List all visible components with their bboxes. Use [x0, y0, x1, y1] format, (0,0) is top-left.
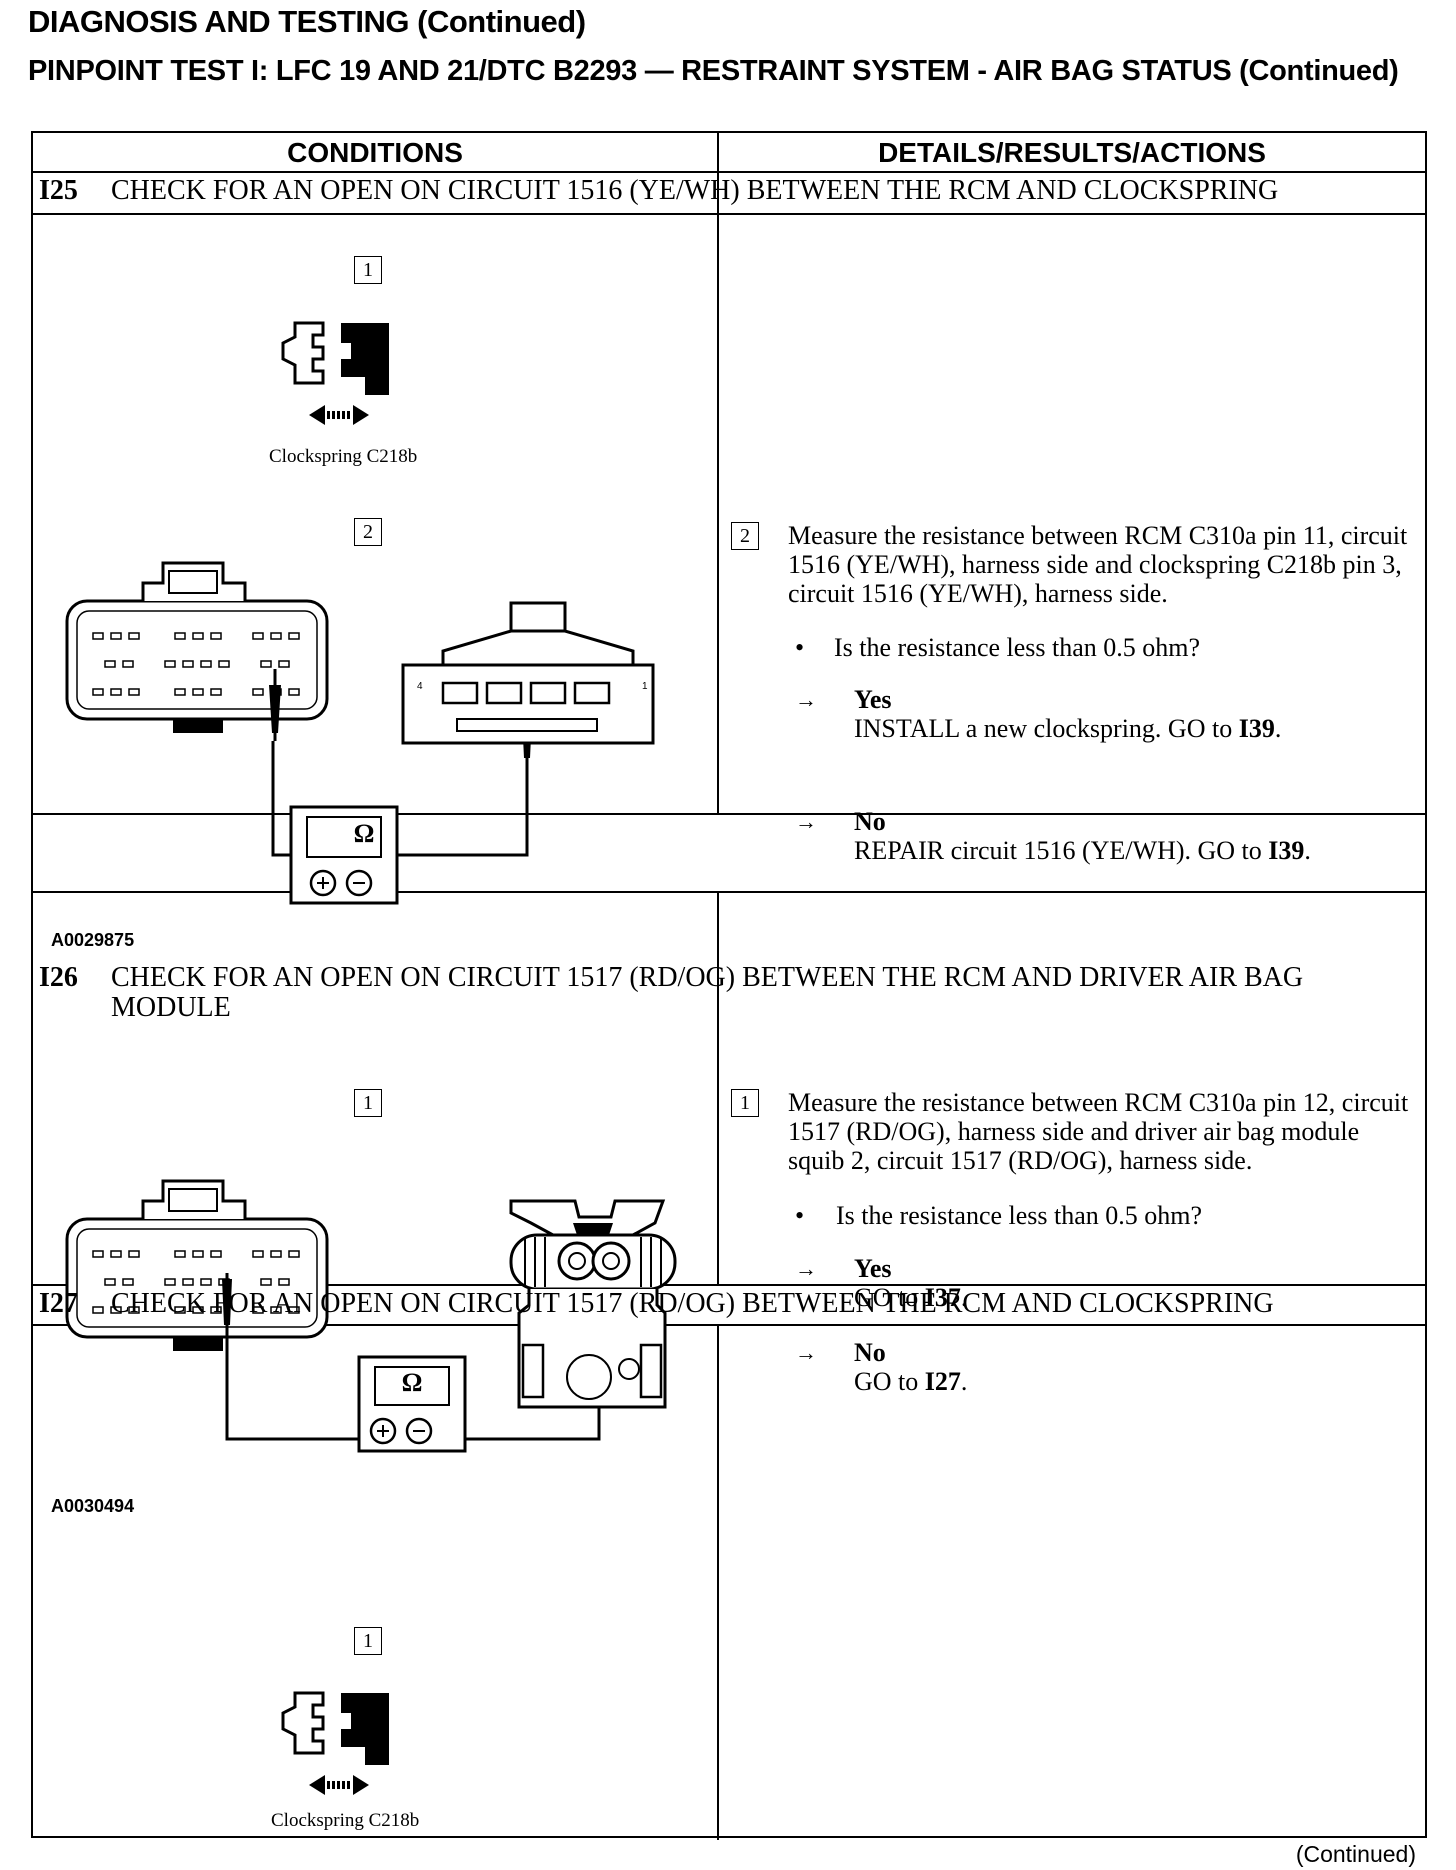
period: . [1274, 714, 1282, 743]
answer-label: Yes [854, 1254, 892, 1283]
row-divider [33, 1324, 1425, 1326]
ohm-symbol: Ω [401, 1368, 423, 1397]
page-title: DIAGNOSIS AND TESTING (Continued) [28, 4, 586, 39]
step-i25-title-row: I25 CHECK FOR AN OPEN ON CIRCUIT 1516 (YE… [39, 176, 1401, 206]
test-instruction: Measure the resistance between RCM C310a… [788, 521, 1408, 608]
figure-id: A0029875 [51, 930, 135, 950]
period: . [1304, 836, 1311, 865]
pin-label: 1 [642, 681, 648, 692]
test-instruction: Measure the resistance between RCM C310a… [788, 1088, 1409, 1175]
row-divider [33, 891, 1425, 893]
step-id: I26 [39, 962, 78, 993]
step-number-box: 1 [731, 1089, 759, 1117]
go-to-step-link[interactable]: I37 [924, 1283, 961, 1312]
disconnect-connector-icon [281, 1691, 389, 1795]
pinpoint-test-title: PINPOINT TEST I: LFC 19 AND 21/DTC B2293… [28, 55, 1399, 87]
test-question: Is the resistance less than 0.5 ohm? [836, 1201, 1203, 1230]
step-number-box: 1 [354, 256, 382, 284]
arrow-right-icon: → [795, 1256, 817, 1281]
answer-action: GO to [854, 1283, 925, 1312]
rcm-to-clockspring-wiring-diagram [65, 561, 655, 905]
step-number-box: 2 [731, 522, 759, 550]
answer-yes: Yes GO to I37. [854, 1254, 1414, 1312]
step-i27-title-row: I27 CHECK FOR AN OPEN ON CIRCUIT 1517 (RD… [39, 1289, 1401, 1319]
step-number-box: 1 [354, 1089, 382, 1117]
multimeter-icon [289, 805, 399, 905]
row-divider [33, 813, 1425, 815]
multimeter-icon [357, 1355, 467, 1453]
bullet: • [795, 1201, 805, 1230]
disconnect-connector-icon [281, 321, 389, 425]
arrow-right-icon: → [795, 809, 817, 834]
go-to-step-link[interactable]: I39 [1238, 714, 1275, 743]
period: . [960, 1367, 968, 1396]
column-divider [717, 891, 719, 1284]
period: . [960, 1283, 968, 1312]
rcm-connector-icon [65, 561, 329, 733]
answer-action: REPAIR circuit 1516 (YE/WH). GO to [854, 836, 1269, 865]
row-divider [33, 171, 1425, 173]
step-i26-title-row: I26 CHECK FOR AN OPEN ON CIRCUIT 1517 (RD… [39, 963, 1351, 1023]
figure-caption: Clockspring C218b [269, 446, 418, 467]
row-divider [33, 213, 1425, 215]
step-title: CHECK FOR AN OPEN ON CIRCUIT 1517 (RD/OG… [111, 962, 1304, 1023]
pin-label: 4 [417, 681, 423, 692]
column-header-conditions: CONDITIONS [287, 137, 463, 168]
figure-caption: Clockspring C218b [271, 1810, 420, 1831]
continued-note: (Continued) [1295, 1841, 1416, 1867]
rcm-to-air-bag-module-wiring-diagram [65, 1179, 677, 1453]
figure-id: A0030494 [51, 1496, 135, 1516]
rcm-connector-icon [65, 1179, 329, 1351]
go-to-step-link[interactable]: I27 [924, 1367, 961, 1396]
step-title: CHECK FOR AN OPEN ON CIRCUIT 1516 (YE/WH… [111, 175, 1279, 206]
step-id: I27 [39, 1288, 78, 1319]
arrow-right-icon: → [795, 1340, 817, 1365]
bullet: • [795, 633, 805, 662]
row-divider [33, 1284, 1425, 1286]
column-header-details: DETAILS/RESULTS/ACTIONS [878, 137, 1266, 168]
step-number-box: 2 [354, 518, 382, 546]
answer-no: No REPAIR circuit 1516 (YE/WH). GO to I3… [854, 807, 1414, 865]
answer-label: Yes [854, 685, 892, 714]
go-to-step-link[interactable]: I39 [1268, 836, 1305, 865]
ohm-symbol: Ω [353, 819, 375, 848]
answer-no: No GO to I27. [854, 1338, 1414, 1396]
answer-action: INSTALL a new clockspring. GO to [854, 714, 1239, 743]
answer-action: GO to [854, 1367, 925, 1396]
arrow-right-icon: → [795, 687, 817, 712]
air-bag-module-connector-icon [509, 1199, 677, 1409]
step-title: CHECK FOR AN OPEN ON CIRCUIT 1517 (RD/OG… [111, 1288, 1274, 1319]
answer-label: No [854, 807, 886, 836]
column-divider [717, 133, 719, 813]
step-id: I25 [39, 175, 78, 206]
answer-yes: Yes INSTALL a new clockspring. GO to I39… [854, 685, 1414, 743]
test-question: Is the resistance less than 0.5 ohm? [834, 633, 1201, 662]
clockspring-connector-icon [401, 601, 655, 745]
answer-label: No [854, 1338, 886, 1367]
step-number-box: 1 [354, 1627, 382, 1655]
column-divider [717, 1324, 719, 1840]
